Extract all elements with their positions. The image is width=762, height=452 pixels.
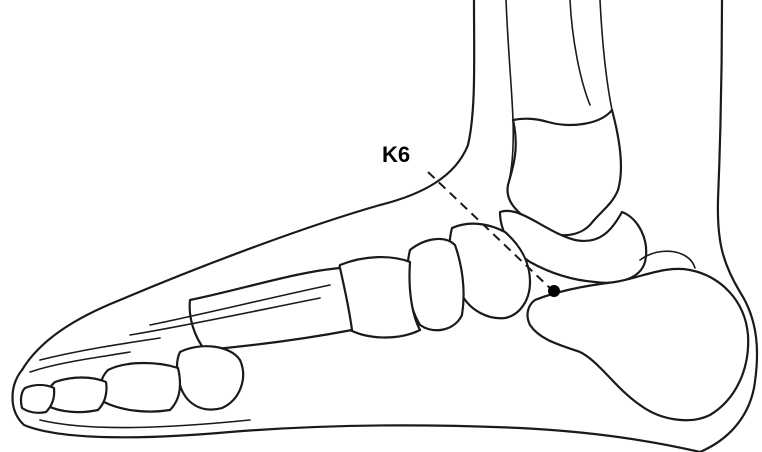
toe-bones [21, 338, 243, 413]
cuneiform-bones [338, 239, 464, 338]
metatarsal-bones [130, 268, 352, 350]
k6-point-dot [548, 285, 560, 297]
k6-label: K6 [382, 142, 410, 167]
calcaneus-bone [528, 251, 749, 420]
